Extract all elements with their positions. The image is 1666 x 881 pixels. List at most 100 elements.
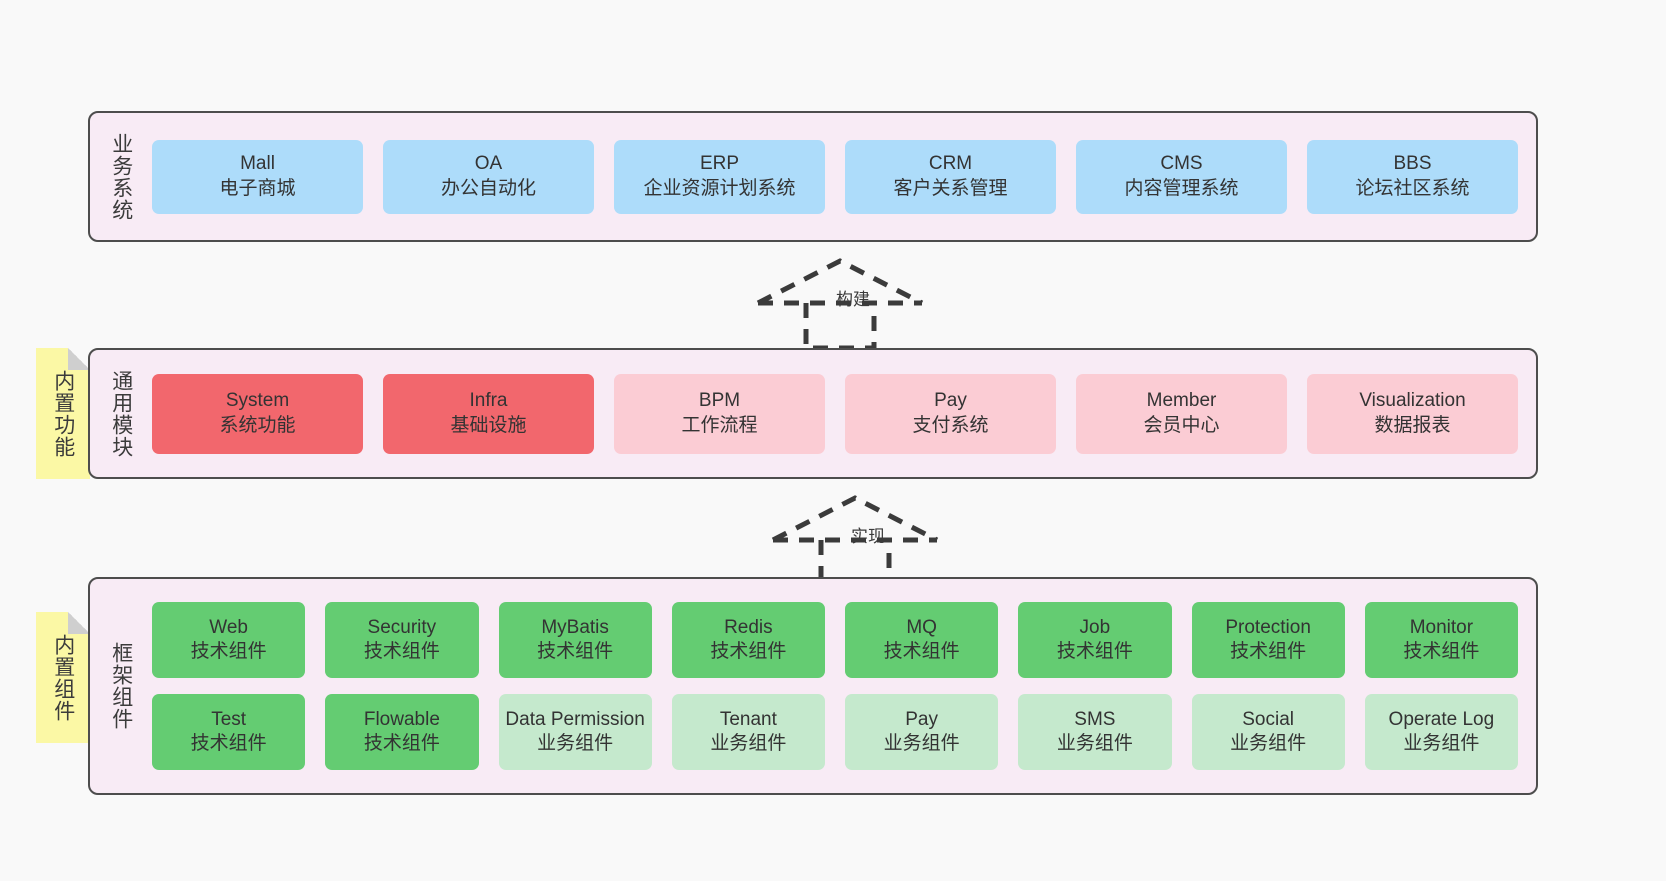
framework-card-security-en: Security: [367, 616, 437, 638]
module-card-member-en: Member: [1146, 390, 1217, 412]
framework-card-protection-en: Protection: [1225, 616, 1311, 638]
note-builtin-function: 内置功能: [36, 348, 90, 479]
business-row: Mall 电子商城 OA 办公自动化 ERP 企业资源计划系统 CRM 客户关系…: [152, 139, 1518, 214]
framework-card-monitor[interactable]: Monitor 技术组件: [1364, 602, 1518, 678]
framework-card-test-en: Test: [211, 708, 247, 730]
framework-card-social-en: Social: [1242, 708, 1294, 730]
business-card-mall-cn: 电子商城: [219, 177, 296, 199]
framework-card-redis[interactable]: Redis 技术组件: [671, 602, 825, 678]
build-arrow: 构建: [750, 253, 930, 353]
framework-card-flowable[interactable]: Flowable 技术组件: [325, 694, 479, 770]
framework-card-job-en: Job: [1079, 616, 1111, 638]
module-card-system-en: System: [225, 390, 290, 412]
framework-card-mybatis-cn: 技术组件: [537, 641, 614, 662]
layer-business-systems-title: 业务系统: [109, 132, 133, 221]
module-card-bpm-en: BPM: [698, 390, 741, 412]
framework-card-tenant-en: Tenant: [719, 708, 777, 730]
note-builtin-component: 内置组件: [36, 612, 90, 743]
framework-card-tenant[interactable]: Tenant 业务组件: [671, 694, 825, 770]
framework-card-mq-en: MQ: [906, 616, 937, 638]
business-card-cms[interactable]: CMS 内容管理系统: [1076, 139, 1287, 214]
business-card-mall-en: Mall: [240, 153, 275, 175]
framework-card-flowable-en: Flowable: [363, 708, 440, 730]
business-card-erp[interactable]: ERP 企业资源计划系统: [614, 139, 825, 214]
business-card-crm-en: CRM: [928, 153, 973, 175]
module-card-system[interactable]: System 系统功能: [152, 373, 363, 454]
framework-card-pay-en: Pay: [905, 708, 938, 730]
business-card-erp-cn: 企业资源计划系统: [643, 177, 796, 199]
framework-card-mq-cn: 技术组件: [883, 641, 960, 662]
module-card-pay-en: Pay: [934, 390, 967, 412]
framework-card-social-cn: 业务组件: [1230, 733, 1307, 754]
framework-card-data-permission-cn: 业务组件: [537, 733, 614, 754]
module-card-visualization-cn: 数据报表: [1374, 414, 1451, 436]
framework-card-flowable-cn: 技术组件: [363, 733, 440, 754]
business-card-oa-cn: 办公自动化: [440, 177, 536, 199]
business-card-erp-en: ERP: [699, 153, 740, 175]
framework-card-sms-en: SMS: [1074, 708, 1116, 730]
build-arrow-label: 构建: [836, 290, 870, 309]
business-card-cms-cn: 内容管理系统: [1124, 177, 1239, 199]
framework-card-data-permission[interactable]: Data Permission 业务组件: [498, 694, 652, 770]
layer-common-modules: 通用模块 System 系统功能 Infra 基础设施 BPM 工作流程 Pay…: [88, 348, 1538, 479]
layer-common-modules-body: System 系统功能 Infra 基础设施 BPM 工作流程 Pay 支付系统…: [140, 350, 1536, 477]
layer-framework-components-title: 框架组件: [109, 642, 133, 730]
module-card-infra-cn: 基础设施: [450, 414, 527, 436]
framework-card-monitor-en: Monitor: [1409, 616, 1474, 638]
business-card-bbs-cn: 论坛社区系统: [1355, 177, 1470, 199]
framework-card-pay[interactable]: Pay 业务组件: [845, 694, 999, 770]
framework-tech-row: Web 技术组件 Security 技术组件 MyBatis 技术组件 Redi…: [152, 602, 1518, 678]
modules-row: System 系统功能 Infra 基础设施 BPM 工作流程 Pay 支付系统…: [152, 373, 1518, 454]
framework-card-sms-cn: 业务组件: [1056, 733, 1133, 754]
layer-framework-components-body: Web 技术组件 Security 技术组件 MyBatis 技术组件 Redi…: [140, 579, 1536, 793]
module-card-member-cn: 会员中心: [1143, 414, 1220, 436]
layer-common-modules-title: 通用模块: [109, 369, 133, 458]
module-card-infra-en: Infra: [469, 390, 508, 412]
module-card-member[interactable]: Member 会员中心: [1076, 373, 1287, 454]
framework-card-operate-log-en: Operate Log: [1388, 708, 1495, 730]
framework-card-tenant-cn: 业务组件: [710, 733, 787, 754]
business-card-oa-en: OA: [474, 153, 503, 175]
framework-card-test-cn: 技术组件: [190, 733, 267, 754]
framework-card-mybatis[interactable]: MyBatis 技术组件: [498, 602, 652, 678]
framework-card-operate-log-cn: 业务组件: [1403, 733, 1480, 754]
module-card-pay[interactable]: Pay 支付系统: [845, 373, 1056, 454]
implement-arrow-triangle-icon: [771, 495, 939, 543]
framework-card-monitor-cn: 技术组件: [1403, 641, 1480, 662]
framework-card-security-cn: 技术组件: [363, 641, 440, 662]
framework-card-job[interactable]: Job 技术组件: [1018, 602, 1172, 678]
business-card-crm[interactable]: CRM 客户关系管理: [845, 139, 1056, 214]
framework-card-web[interactable]: Web 技术组件: [152, 602, 306, 678]
module-card-visualization[interactable]: Visualization 数据报表: [1307, 373, 1518, 454]
note-builtin-function-label: 内置功能: [51, 369, 75, 458]
framework-card-web-cn: 技术组件: [190, 641, 267, 662]
build-arrow-stem-icon: [803, 303, 877, 351]
framework-card-sms[interactable]: SMS 业务组件: [1018, 694, 1172, 770]
implement-arrow-label: 实现: [851, 527, 885, 546]
framework-card-web-en: Web: [209, 616, 248, 638]
framework-card-job-cn: 技术组件: [1056, 641, 1133, 662]
framework-card-test[interactable]: Test 技术组件: [152, 694, 306, 770]
module-card-bpm[interactable]: BPM 工作流程: [614, 373, 825, 454]
business-card-bbs[interactable]: BBS 论坛社区系统: [1307, 139, 1518, 214]
framework-card-security[interactable]: Security 技术组件: [325, 602, 479, 678]
framework-card-social[interactable]: Social 业务组件: [1191, 694, 1345, 770]
layer-business-systems: 业务系统 Mall 电子商城 OA 办公自动化 ERP 企业资源计划系统 CRM…: [88, 111, 1538, 242]
module-card-bpm-cn: 工作流程: [681, 414, 758, 436]
business-card-mall[interactable]: Mall 电子商城: [152, 139, 363, 214]
module-card-pay-cn: 支付系统: [912, 414, 989, 436]
framework-card-protection[interactable]: Protection 技术组件: [1191, 602, 1345, 678]
module-card-visualization-en: Visualization: [1359, 390, 1466, 412]
framework-card-mq[interactable]: MQ 技术组件: [845, 602, 999, 678]
module-card-infra[interactable]: Infra 基础设施: [383, 373, 594, 454]
layer-framework-components: 框架组件 Web 技术组件 Security 技术组件 MyBatis 技术组件…: [88, 577, 1538, 795]
note-builtin-component-label: 内置组件: [51, 633, 75, 722]
build-arrow-triangle-icon: [756, 258, 924, 306]
framework-card-mybatis-en: MyBatis: [541, 616, 609, 638]
business-card-crm-cn: 客户关系管理: [893, 177, 1008, 199]
business-card-oa[interactable]: OA 办公自动化: [383, 139, 594, 214]
framework-card-data-permission-en: Data Permission: [505, 708, 645, 730]
business-card-bbs-en: BBS: [1393, 153, 1432, 175]
framework-card-operate-log[interactable]: Operate Log 业务组件: [1364, 694, 1518, 770]
